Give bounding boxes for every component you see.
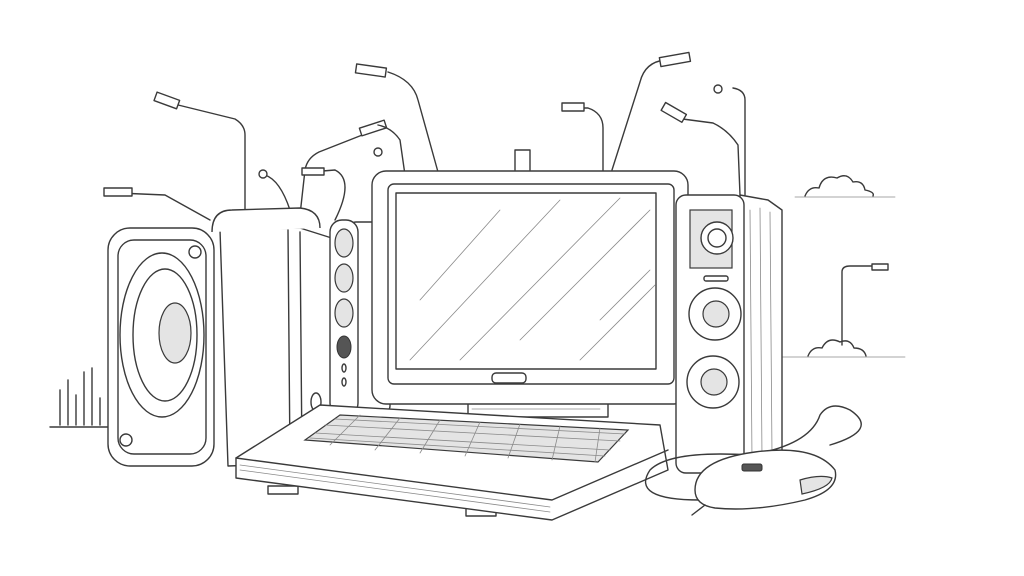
left-speaker [107, 207, 339, 467]
keyboard [235, 404, 669, 521]
monitor [371, 170, 689, 418]
background-scenery [49, 175, 906, 428]
mouse [644, 405, 862, 516]
microphone-stands [103, 51, 746, 221]
right-speaker [675, 194, 783, 474]
